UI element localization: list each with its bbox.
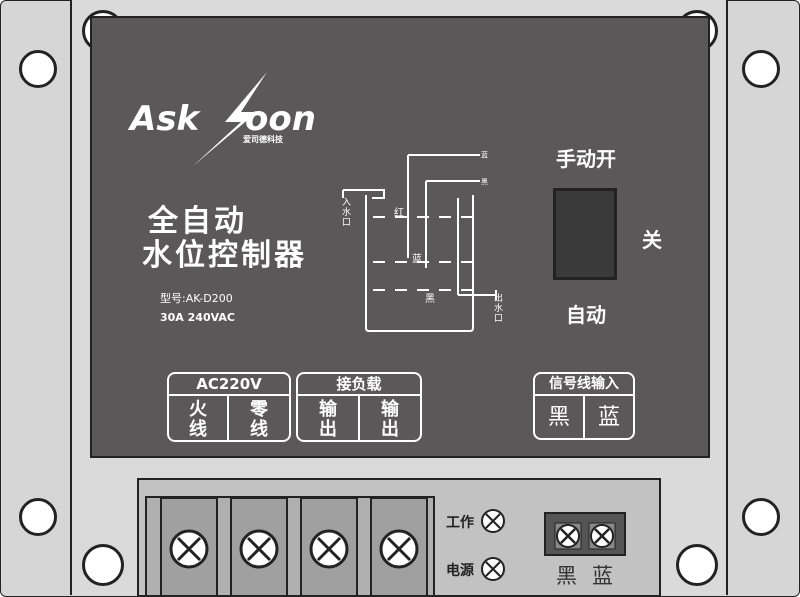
power-indicator-label: 电源 [446,563,474,579]
output2-screw-icon[interactable] [378,528,420,570]
signal-head: 信号线输入 [535,374,633,396]
product-title-line1: 全自动 [148,204,247,239]
mounting-hole-icon [742,50,780,88]
tank-diagram [342,154,497,332]
probe-blue-label: 蓝 [412,254,422,265]
output2-label: 输出 [381,399,399,440]
neutral-screw-icon[interactable] [238,528,280,570]
mode-switch[interactable] [553,188,617,280]
mounting-hole-icon [19,50,57,88]
brand-logo: Ask oon [127,72,316,166]
neutral-wire-label: 零线 [250,399,268,440]
signal-blue-label: 蓝 [597,405,620,430]
auto-label: 自动 [566,303,606,327]
load-label-box: 接负载 输出 输出 [296,372,422,442]
mounting-hole-icon [676,544,718,586]
live-wire-label: 火线 [169,396,229,442]
rating-text: 30A 240VAC [160,311,235,324]
mounting-hole-icon [82,544,124,586]
manual-on-label: 手动开 [556,147,616,171]
power-led-icon [481,557,505,581]
work-indicator-label: 工作 [446,515,474,531]
mounting-hole-icon [19,498,57,536]
tag-blue-label: 蓝 [481,151,488,159]
output1-screw-icon[interactable] [308,528,350,570]
ac-label-box: AC220V 火线 零线 [167,372,291,442]
probe-black-label: 黑 [425,294,435,305]
tag-black-label: 黑 [481,178,488,186]
probe-red-label: 红 [394,208,404,219]
load-head: 接负载 [298,374,420,396]
inlet-label: 入水口 [342,198,352,228]
work-led-icon [481,509,505,533]
brand-tagline: 爱司德科技 [243,135,283,144]
product-title-line2: 水位控制器 [142,238,307,273]
signal-blue-screw-icon[interactable] [588,522,616,550]
outlet-label: 出水口 [494,294,504,324]
bottom-blue-label: 蓝 [592,564,613,588]
bottom-black-label: 黑 [556,564,577,588]
off-label: 关 [642,228,662,252]
svg-text:oon: oon [245,99,316,139]
svg-text:Ask: Ask [127,99,202,139]
signal-black-label: 黑 [535,396,585,440]
signal-black-screw-icon[interactable] [554,522,582,550]
mounting-hole-icon [742,498,780,536]
ac-head: AC220V [169,374,289,396]
output1-label: 输出 [298,396,360,442]
live-screw-icon[interactable] [168,528,210,570]
model-number: 型号:AK-D200 [160,292,233,305]
signal-label-box: 信号线输入 黑 蓝 [533,372,635,440]
